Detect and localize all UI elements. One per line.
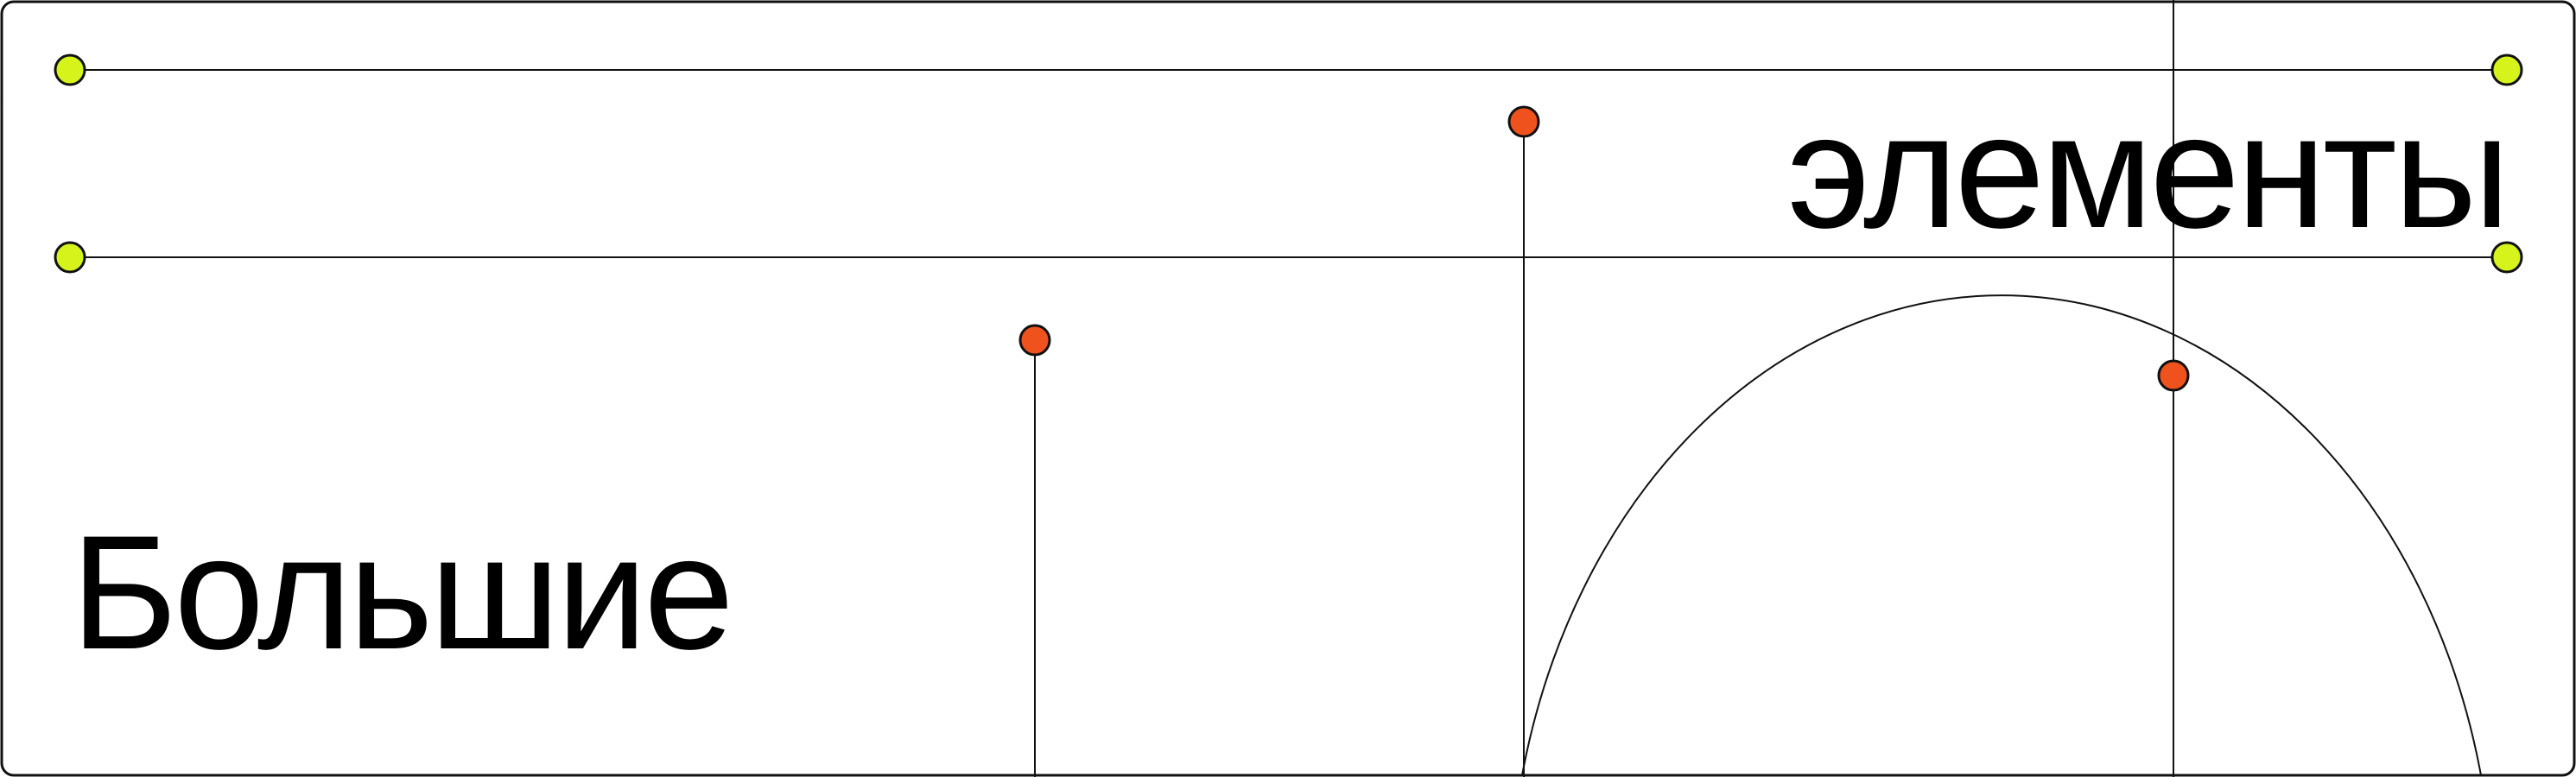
green-dot-icon bbox=[54, 54, 86, 86]
green-dot-icon bbox=[2490, 241, 2523, 274]
orange-dot-icon bbox=[2157, 359, 2190, 392]
orange-dot-icon bbox=[1507, 105, 1540, 138]
arc-guide bbox=[1521, 294, 2482, 776]
headline-top: элементы bbox=[1787, 80, 2510, 262]
green-dot-icon bbox=[54, 241, 86, 274]
green-dot-icon bbox=[2490, 54, 2523, 86]
orange-dot-icon bbox=[1018, 324, 1051, 357]
headline-bottom: Большие bbox=[71, 502, 734, 683]
